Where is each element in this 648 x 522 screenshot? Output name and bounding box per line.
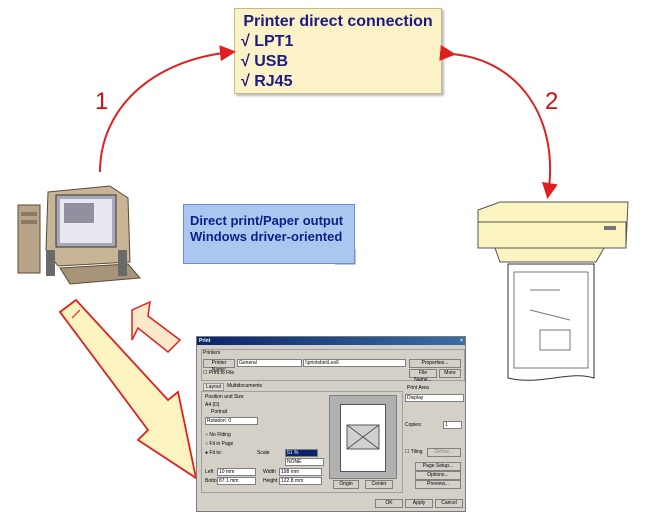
computer-icon bbox=[17, 185, 142, 285]
scale-field[interactable]: 51 % bbox=[285, 449, 318, 457]
print-to-file-checkbox[interactable]: ☐ Print to File bbox=[203, 370, 235, 376]
direct-print-note: Direct print/Paper output Windows driver… bbox=[183, 204, 355, 264]
left-field[interactable]: 10 mm bbox=[217, 468, 256, 476]
fit-in-page-radio[interactable]: ○ Fit in Page bbox=[205, 441, 234, 447]
no-fitting-radio[interactable]: ○ No Fitting bbox=[205, 432, 231, 438]
printer-icon bbox=[477, 201, 629, 381]
tab-layout[interactable]: Layout bbox=[203, 383, 225, 391]
print-dialog: Print × Printers Printer Name: General \… bbox=[196, 336, 466, 512]
step-one-label: 1 bbox=[95, 88, 109, 115]
fit-to-radio[interactable]: ● Fit to: bbox=[205, 450, 222, 456]
apply-button[interactable]: Apply bbox=[405, 499, 433, 508]
width-field[interactable]: 198 mm bbox=[279, 468, 322, 476]
dialog-title: Print bbox=[199, 338, 211, 344]
close-icon[interactable]: × bbox=[460, 338, 463, 344]
connection-item-lpt1: √ LPT1 bbox=[241, 33, 294, 50]
printer-connection-box: Printer direct connection √ LPT1 √ USB √… bbox=[234, 8, 442, 94]
connection-item-rj45: √ RJ45 bbox=[241, 73, 293, 90]
fit-to-label: Fit to: bbox=[209, 450, 222, 456]
note-line-1: Direct print/Paper output bbox=[190, 213, 344, 228]
center-button[interactable]: Center bbox=[365, 480, 393, 489]
arrow-computer-to-connection bbox=[99, 45, 236, 173]
preview-button[interactable]: Preview... bbox=[415, 480, 461, 489]
page-setup-button[interactable]: Page Setup... bbox=[415, 462, 461, 471]
file-name-button[interactable]: File Name... bbox=[409, 369, 437, 383]
no-fitting-label: No Fitting bbox=[209, 432, 231, 438]
print-area-select[interactable]: Display bbox=[405, 394, 464, 402]
connection-title: Printer direct connection bbox=[243, 13, 433, 30]
more-button[interactable]: More bbox=[439, 369, 461, 378]
define-button[interactable]: Define... bbox=[427, 448, 461, 457]
step-two-label: 2 bbox=[545, 88, 559, 115]
preview-pane bbox=[329, 395, 397, 479]
rotation-select[interactable]: Rotation: 0 bbox=[205, 417, 258, 425]
printers-group-label: Printers bbox=[203, 350, 221, 356]
printer-select[interactable]: General bbox=[237, 359, 302, 367]
layout-panel bbox=[201, 391, 403, 493]
arrow-connection-to-printer bbox=[439, 44, 558, 199]
origin-button[interactable]: Origin bbox=[333, 480, 359, 489]
height-label: Height bbox=[263, 478, 278, 484]
tiling-checkbox[interactable]: ☐ Tiling bbox=[405, 449, 423, 455]
tab-multidocuments[interactable]: Multidocuments bbox=[227, 383, 263, 389]
preview-page bbox=[340, 404, 386, 472]
printer-path-field[interactable]: \\printsbio\Lex6 bbox=[303, 359, 406, 367]
width-label: Width bbox=[263, 469, 276, 475]
scale-select[interactable]: NONE bbox=[285, 458, 324, 466]
properties-button[interactable]: Properties... bbox=[409, 359, 461, 368]
position-size-label: Position and Size bbox=[205, 394, 244, 400]
height-field[interactable]: 122.8 mm bbox=[279, 477, 322, 485]
note-line-2: Windows driver-oriented bbox=[190, 229, 343, 244]
cancel-button[interactable]: Cancel bbox=[435, 499, 463, 508]
print-to-file-label: Print to File bbox=[208, 370, 235, 376]
small-arrow-icon bbox=[131, 300, 182, 354]
printers-group bbox=[201, 349, 465, 381]
bottom-label: Bottom bbox=[205, 478, 221, 484]
options-button[interactable]: Options... bbox=[415, 471, 461, 480]
print-area-label: Print Area bbox=[407, 385, 429, 391]
big-arrow-icon bbox=[58, 298, 198, 480]
copies-label: Copies: bbox=[405, 422, 422, 428]
paper-format: A4 (D) bbox=[205, 402, 220, 408]
fit-in-page-label: Fit in Page bbox=[209, 441, 234, 447]
tiling-label: Tiling bbox=[410, 449, 423, 455]
portrait-label: Portrait bbox=[211, 409, 228, 415]
printer-name-button[interactable]: Printer Name: bbox=[203, 359, 235, 373]
copies-field[interactable]: 1 bbox=[443, 421, 462, 429]
ok-button[interactable]: OK bbox=[375, 499, 403, 508]
scale-label: Scale bbox=[257, 450, 270, 456]
preview-image-icon bbox=[346, 424, 380, 450]
connection-item-usb: √ USB bbox=[241, 53, 289, 70]
left-label: Left bbox=[205, 469, 214, 475]
dialog-titlebar: Print × bbox=[197, 337, 465, 345]
bottom-field[interactable]: 87.1 mm bbox=[217, 477, 256, 485]
